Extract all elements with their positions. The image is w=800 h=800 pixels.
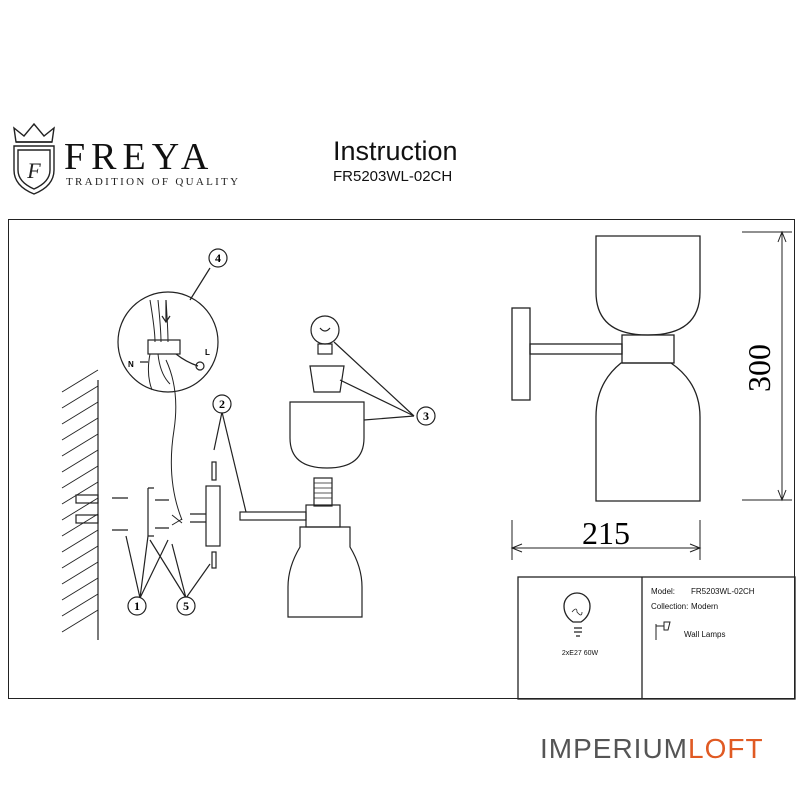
- height-dimension: 300: [741, 344, 777, 392]
- spec-model-value: FR5203WL-02CH: [691, 587, 755, 596]
- instruction-frame: [8, 219, 795, 699]
- callout-3: 3: [423, 409, 429, 423]
- callout-1: 1: [134, 599, 140, 613]
- wire-live-label: L: [205, 348, 210, 357]
- spec-model-label: Model:: [651, 587, 676, 596]
- callout-5: 5: [183, 599, 189, 613]
- callout-4: 4: [215, 251, 221, 265]
- spec-category: Wall Lamps: [684, 630, 726, 639]
- brand-logo: F: [13, 122, 55, 195]
- spec-collection-row: Collection: Modern: [651, 602, 791, 611]
- document-model-code: FR5203WL-02CH: [333, 168, 453, 185]
- svg-text:F: F: [26, 158, 41, 183]
- watermark-part1: IMPERIUM: [540, 733, 688, 764]
- wire-neutral-label: N: [128, 360, 134, 369]
- spec-collection-value: Modern: [691, 602, 719, 611]
- spec-model-row: Model: FR5203WL-02CH: [651, 587, 791, 596]
- bulb-spec: 2xE27 60W: [561, 650, 599, 657]
- watermark-part2: LOFT: [688, 733, 764, 764]
- document-title: Instruction: [333, 136, 458, 166]
- callout-2: 2: [219, 397, 225, 411]
- spec-collection-label: Collection:: [651, 602, 689, 611]
- brand-tagline: TRADITION OF QUALITY: [66, 176, 241, 188]
- watermark: IMPERIUMLOFT: [540, 735, 764, 763]
- width-dimension: 215: [582, 515, 630, 551]
- brand-name: FREYA: [64, 136, 215, 178]
